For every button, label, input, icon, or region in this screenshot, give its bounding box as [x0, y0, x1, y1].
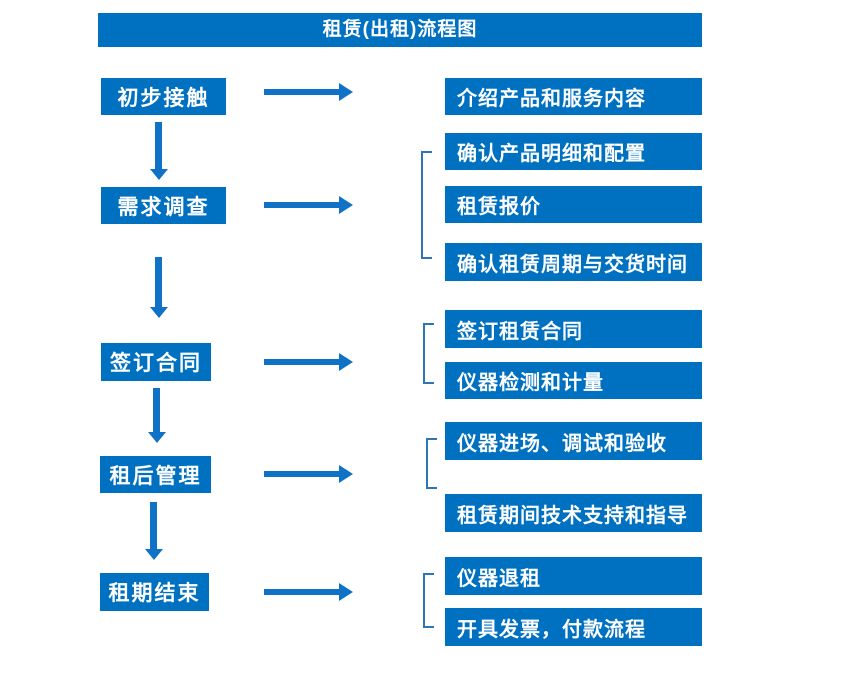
stage-box-initial-contact: 初步接触: [101, 78, 226, 115]
stage-box-demand-survey: 需求调查: [101, 187, 226, 224]
group-bracket: [421, 151, 432, 259]
stage-label: 租后管理: [109, 464, 202, 488]
stage-label: 签订合同: [110, 352, 202, 375]
output-label: 仪器检测和计量: [457, 372, 604, 394]
output-box-instrument-setup-acceptance: 仪器进场、调试和验收: [445, 422, 702, 460]
flow-arrow-right-icon: [264, 589, 339, 595]
output-label: 确认租赁周期与交货时间: [457, 253, 688, 276]
output-box-invoice-payment: 开具发票，付款流程: [445, 608, 702, 646]
flow-arrow-right-icon: [264, 471, 339, 477]
page-title: 租赁(出租)流程图: [98, 13, 702, 47]
stage-box-sign-contract: 签订合同: [101, 343, 211, 381]
flow-arrow-right-icon: [264, 359, 339, 365]
output-box-intro-products: 介绍产品和服务内容: [445, 78, 702, 115]
flow-arrow-down-icon: [153, 388, 160, 432]
output-box-confirm-product-details: 确认产品明细和配置: [445, 133, 702, 170]
output-box-confirm-rental-period: 确认租赁周期与交货时间: [445, 243, 702, 281]
group-bracket: [423, 573, 434, 628]
output-box-instrument-return: 仪器退租: [445, 557, 702, 595]
output-label: 仪器进场、调试和验收: [457, 432, 667, 455]
stage-label: 需求调查: [117, 195, 210, 219]
stage-box-post-rental-management: 租后管理: [100, 456, 211, 493]
stage-box-lease-end: 租期结束: [100, 573, 209, 611]
group-bracket: [426, 438, 437, 489]
output-label: 开具发票，付款流程: [457, 618, 646, 641]
flow-arrow-down-icon: [155, 257, 162, 307]
output-box-tech-support: 租赁期间技术支持和指导: [445, 494, 702, 532]
stage-label: 初步接触: [117, 86, 210, 110]
output-label: 介绍产品和服务内容: [457, 88, 646, 110]
output-box-instrument-testing: 仪器检测和计量: [445, 362, 702, 399]
output-label: 租赁期间技术支持和指导: [457, 504, 688, 527]
output-box-rental-quote: 租赁报价: [445, 186, 702, 223]
output-label: 确认产品明细和配置: [457, 143, 646, 165]
flow-arrow-down-icon: [155, 122, 162, 169]
output-label: 仪器退租: [457, 567, 541, 590]
group-bracket: [423, 323, 434, 384]
stage-label: 租期结束: [108, 582, 201, 605]
output-box-sign-rental-contract: 签订租赁合同: [445, 310, 702, 348]
output-label: 签订租赁合同: [457, 320, 583, 343]
flow-arrow-right-icon: [264, 89, 339, 95]
flow-arrow-down-icon: [150, 502, 157, 549]
output-label: 租赁报价: [457, 196, 541, 218]
flow-arrow-right-icon: [264, 202, 339, 208]
